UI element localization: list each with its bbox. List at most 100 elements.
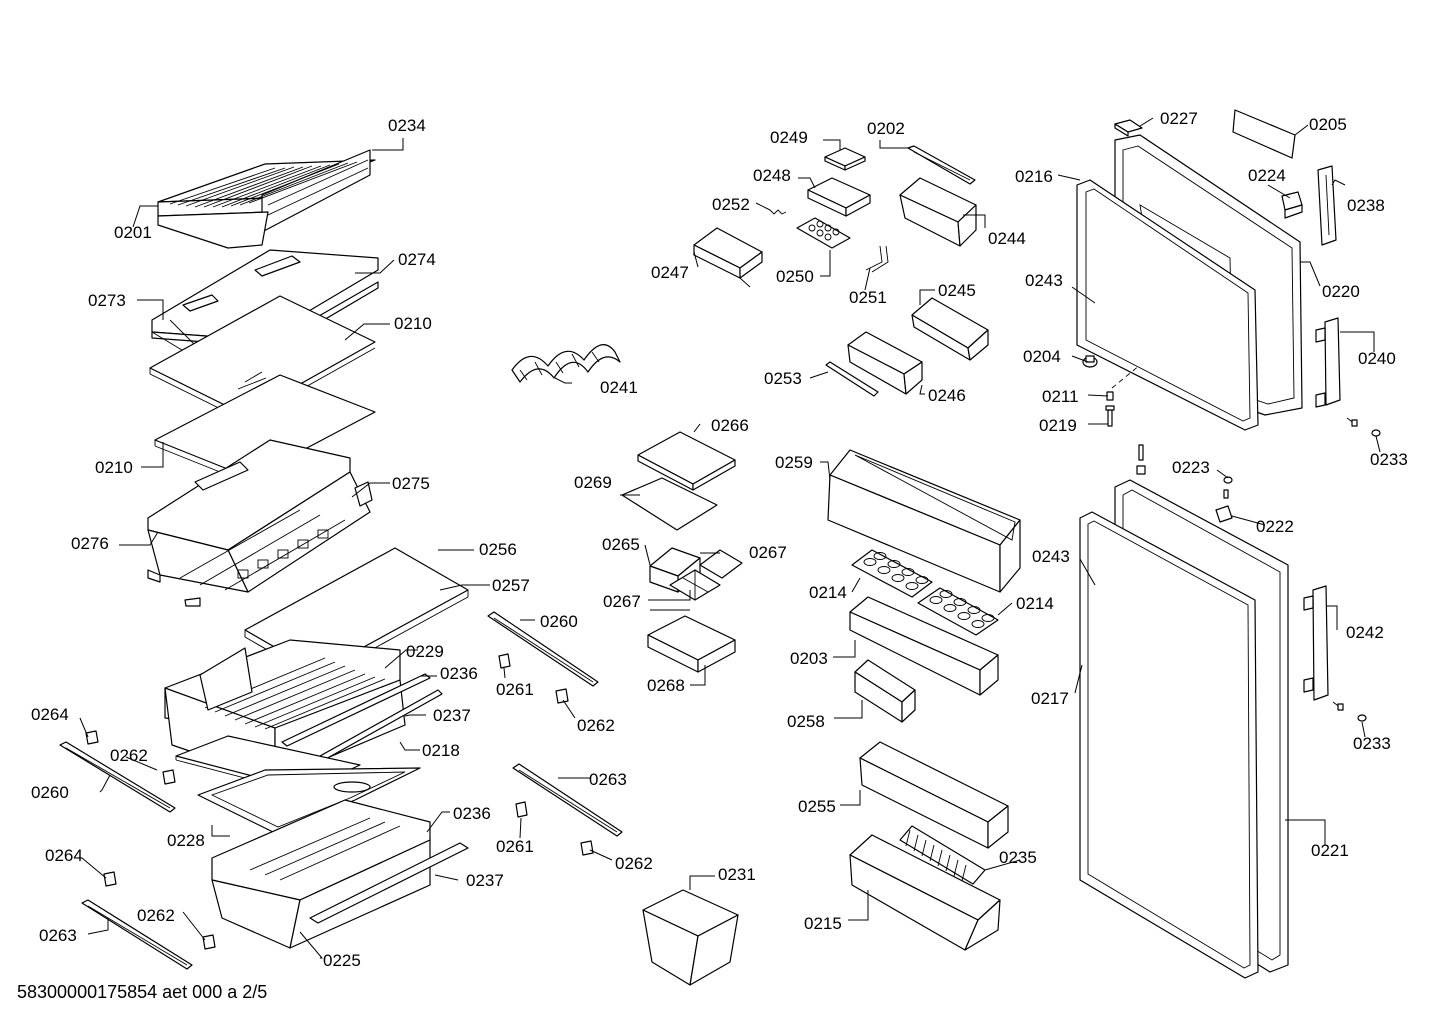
part-0255-door-shelf [859,741,1009,849]
label-0202: 0202 [867,119,905,138]
label-0233-upper: 0233 [1370,450,1408,469]
label-0216: 0216 [1015,167,1053,186]
label-0240: 0240 [1358,349,1396,368]
label-0237-upper: 0237 [433,706,471,725]
label-0227: 0227 [1160,109,1198,128]
part-0215-bottle-shelf [849,834,1001,951]
part-0264-clip-lower [103,871,117,887]
part-0269-plate [621,477,718,531]
label-0238: 0238 [1347,196,1385,215]
part-0238-strip [1317,165,1337,246]
label-0261-lower: 0261 [496,837,534,856]
part-0252-spring [769,209,787,215]
label-0267-right: 0267 [749,543,787,562]
part-0248-ice-tray-holder [807,177,871,217]
label-0257: 0257 [492,576,530,595]
label-0211: 0211 [1042,387,1079,406]
label-0256: 0256 [479,540,517,559]
part-0233-screw-upper [1346,417,1381,437]
label-0242: 0242 [1346,623,1384,642]
part-0245-box [911,297,989,361]
label-0262-left-upper: 0262 [110,746,148,765]
label-0258: 0258 [787,712,825,731]
label-0260-middle: 0260 [540,612,578,631]
label-0255: 0255 [798,797,836,816]
part-0231-basket [642,889,739,986]
leader-lines [79,117,1381,959]
label-0264-upper: 0264 [31,705,69,724]
part-0244-box [899,177,977,247]
part-0258-box [854,659,916,723]
label-0243-upper: 0243 [1025,271,1063,290]
label-0205: 0205 [1309,115,1347,134]
label-0222: 0222 [1256,517,1294,536]
part-0265-0267-dividers [649,547,743,601]
part-0264-clip-upper [85,730,99,745]
label-0253: 0253 [764,369,802,388]
part-0228-drawer-frame [197,767,421,834]
label-0214-right: 0214 [1016,594,1054,613]
label-0231: 0231 [718,865,756,884]
document-code: 58300000175854 aet 000 a 2/5 [17,982,268,1002]
label-0241: 0241 [600,378,638,397]
label-0263-left: 0263 [39,926,77,945]
part-0222-hinge-block [1215,505,1233,523]
label-0236-upper: 0236 [440,664,478,683]
label-0204: 0204 [1023,347,1061,366]
part-0203-door-shelf [849,596,999,696]
label-0228: 0228 [167,831,205,850]
part-0262-clip-left-lower [202,934,216,950]
label-0201: 0201 [114,223,152,242]
assembly-axis-upper [1111,364,1141,389]
part-0262-clip-left-upper [162,769,176,785]
part-0236-0237-rails-upper [281,673,443,775]
label-0210-upper: 0210 [394,314,432,333]
label-0218: 0218 [422,741,460,760]
label-0237-lower: 0237 [466,871,504,890]
part-0263-rail-middle [512,763,623,837]
label-0264-lower: 0264 [45,846,83,865]
part-0262-clip-middle-lower [580,840,594,856]
label-0276: 0276 [71,534,109,553]
label-0248: 0248 [753,166,791,185]
label-0251: 0251 [849,288,887,307]
part-0262-clip-middle-upper [555,688,569,704]
label-0274: 0274 [398,250,436,269]
label-0243-lower: 0243 [1032,547,1070,566]
part-0260-rail-left [59,741,176,813]
label-0247: 0247 [651,263,689,282]
part-0224-hinge-cover [1281,191,1303,219]
part-0219-bolt [1105,405,1115,427]
part-0204-hinge [1082,355,1098,368]
label-0223: 0223 [1172,458,1210,477]
label-0233-lower: 0233 [1353,734,1391,753]
part-0201-0234-wire-shelf [157,149,376,249]
part-0225-bottom-drawer [211,799,469,949]
part-0233-screw-lower [1332,701,1367,722]
part-0202-rail [907,145,976,185]
label-0261-upper: 0261 [496,680,534,699]
part-0227-cap [1114,119,1143,137]
label-0263-middle: 0263 [589,770,627,789]
part-0216-gasket-upper [1076,179,1259,431]
part-0259-door-shelf [827,449,1021,593]
label-0217: 0217 [1031,689,1069,708]
part-0266-tray [637,431,736,491]
label-0234: 0234 [388,116,426,135]
part-0217-gasket-lower [1079,511,1259,979]
label-0236-lower: 0236 [453,804,491,823]
part-0214-egg-tray-left [851,549,933,598]
label-0215: 0215 [804,914,842,933]
part-0268-tray [647,615,736,673]
label-0246: 0246 [928,386,966,405]
label-0273: 0273 [88,291,126,310]
part-0214-egg-tray-right [917,587,999,636]
part-0276-0275-cover-assembly [147,439,373,607]
part-0241-bottle-holder [511,344,621,383]
part-0261-clip-upper [498,653,511,669]
label-0265: 0265 [602,535,640,554]
label-0268: 0268 [647,676,685,695]
label-0229: 0229 [406,642,444,661]
label-0266: 0266 [711,416,749,435]
